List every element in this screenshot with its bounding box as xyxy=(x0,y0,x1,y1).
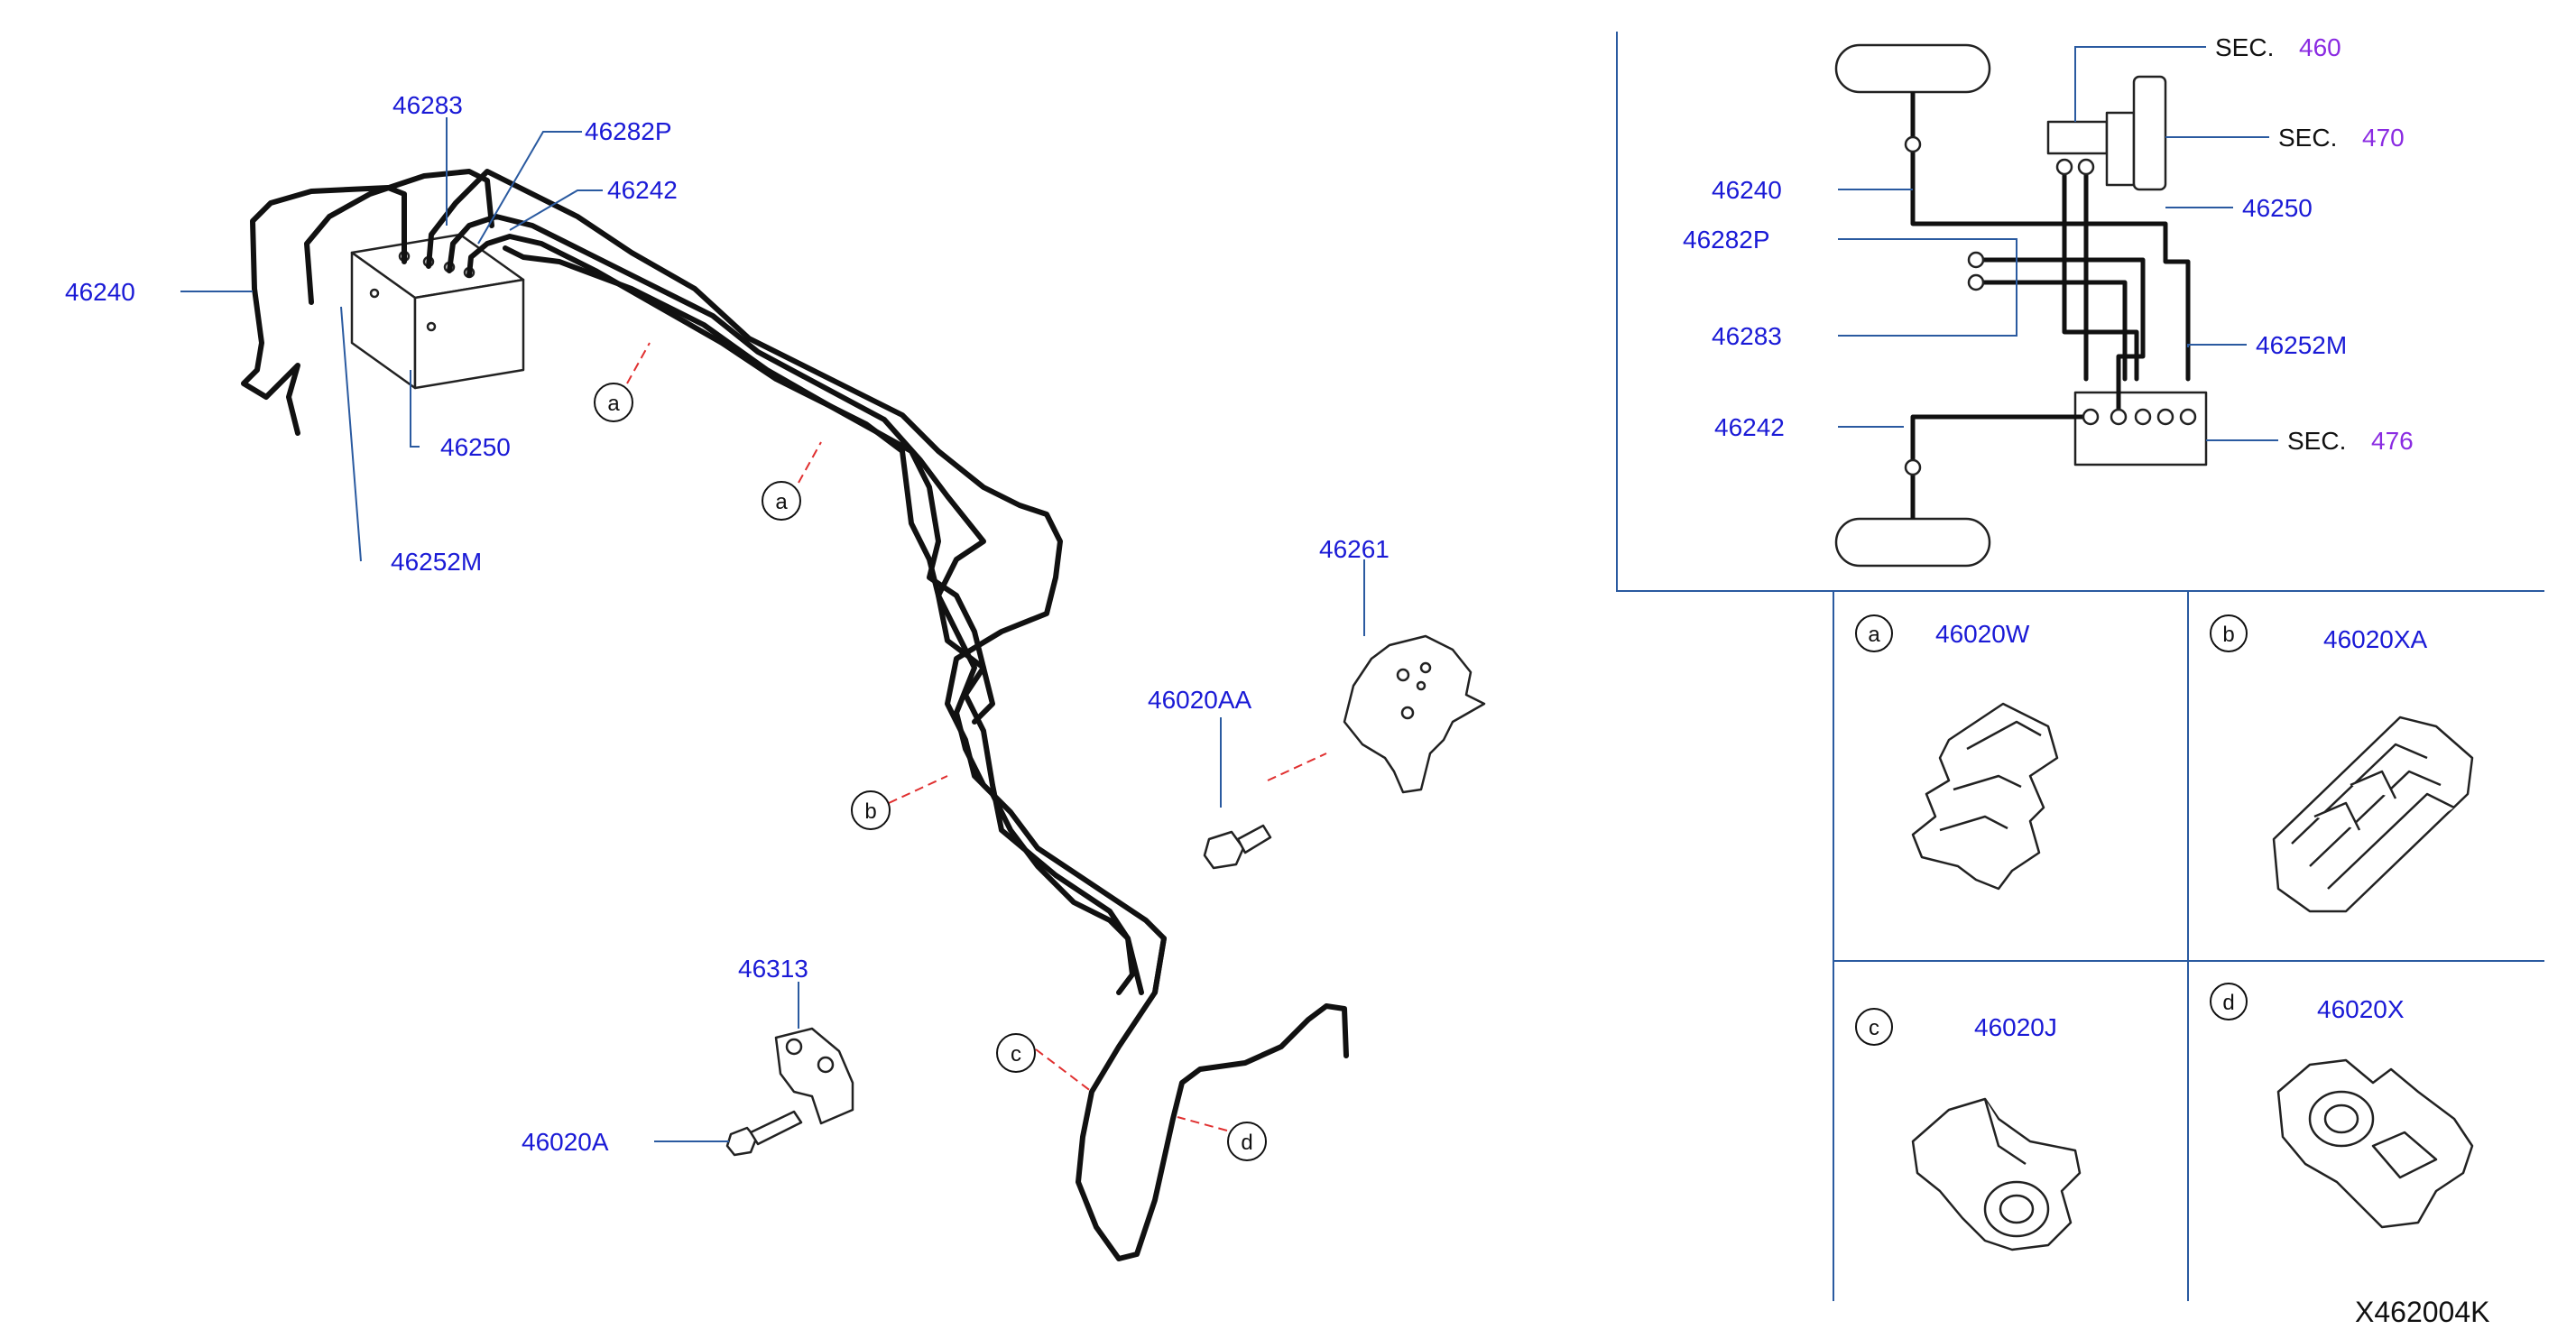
part-label-46020A[interactable]: 46020A xyxy=(522,1128,609,1156)
clip-46020W-icon xyxy=(1911,702,2059,891)
schematic-lines xyxy=(1904,135,2197,476)
bolt-46020A[interactable] xyxy=(725,1110,803,1157)
callout-leaders xyxy=(626,342,1327,1131)
front-wheel-icon xyxy=(1834,43,1991,94)
schematic-label-46240[interactable]: 46240 xyxy=(1712,176,1782,204)
callout-b-label: b xyxy=(864,799,876,824)
sec-ref-476-number: 476 xyxy=(2371,427,2414,455)
callout-c-label: c xyxy=(1011,1042,1021,1067)
schematic-label-46250[interactable]: 46250 xyxy=(2242,194,2313,222)
clip-panel-a-part: 46020W xyxy=(1935,620,2030,648)
bracket-46261[interactable] xyxy=(1343,634,1486,794)
callout-c[interactable]: c xyxy=(996,1033,1036,1073)
sec-ref-470[interactable]: SEC. 470 xyxy=(2278,124,2405,152)
clip-panel-c-callout: c xyxy=(1869,1016,1879,1040)
rear-wheel-icon xyxy=(1834,517,1991,568)
clip-panels: a 46020W b 46020XA xyxy=(1833,591,2544,1301)
clip-panel-d-part: 46020X xyxy=(2317,995,2405,1023)
bolt-46020AA[interactable] xyxy=(1203,824,1272,870)
clip-panel-d[interactable]: d 46020X xyxy=(2210,983,2474,1229)
brake-tubes[interactable] xyxy=(241,169,1349,1261)
part-label-46313[interactable]: 46313 xyxy=(738,955,808,983)
clip-panel-c-part: 46020J xyxy=(1974,1013,2057,1041)
schematic-label-46252M[interactable]: 46252M xyxy=(2256,331,2347,359)
abs-unit-icon xyxy=(2073,391,2208,466)
callout-a-1-label: a xyxy=(607,392,620,416)
callout-a-1[interactable]: a xyxy=(594,383,633,422)
clip-panel-a-callout: a xyxy=(1868,623,1880,647)
sec-ref-476[interactable]: SEC. 476 xyxy=(2287,427,2414,455)
clip-panel-a[interactable]: a 46020W xyxy=(1855,614,2059,891)
callout-d[interactable]: d xyxy=(1227,1122,1267,1161)
callout-a-2[interactable]: a xyxy=(762,481,801,521)
part-label-46283[interactable]: 46283 xyxy=(392,91,463,119)
part-label-46252M[interactable]: 46252M xyxy=(391,548,482,576)
sec-ref-460[interactable]: SEC. 460 xyxy=(2215,33,2341,61)
schematic-leaders xyxy=(1838,46,2278,441)
sec-ref-460-prefix: SEC. xyxy=(2215,33,2274,61)
master-cylinder-icon xyxy=(2046,75,2167,191)
clip-panel-b-part: 46020XA xyxy=(2323,625,2428,653)
sec-ref-470-prefix: SEC. xyxy=(2278,124,2337,152)
part-label-46261[interactable]: 46261 xyxy=(1319,535,1390,563)
schematic-label-46242[interactable]: 46242 xyxy=(1714,413,1785,441)
clip-46020J-icon xyxy=(1911,1097,2082,1251)
clip-46020XA-icon xyxy=(2272,716,2474,913)
leader-lines xyxy=(180,117,1365,1142)
sec-ref-476-prefix: SEC. xyxy=(2287,427,2346,455)
part-label-46242[interactable]: 46242 xyxy=(607,176,678,204)
part-label-46250[interactable]: 46250 xyxy=(440,433,511,461)
clip-panel-d-callout: d xyxy=(2222,991,2234,1015)
bracket-46313[interactable] xyxy=(774,1027,854,1125)
sec-ref-470-number: 470 xyxy=(2362,124,2405,152)
clip-panel-c[interactable]: c 46020J xyxy=(1855,1008,2082,1251)
clip-panel-b[interactable]: b 46020XA xyxy=(2210,614,2474,913)
brake-line-schematic: 46240 46282P 46283 46242 46250 46252M SE… xyxy=(1616,32,2544,592)
schematic-label-46282P[interactable]: 46282P xyxy=(1683,226,1770,254)
schematic-label-46283[interactable]: 46283 xyxy=(1712,322,1782,350)
callout-b[interactable]: b xyxy=(851,790,891,830)
part-label-46240[interactable]: 46240 xyxy=(65,278,135,306)
callout-a-2-label: a xyxy=(775,490,788,514)
part-label-46282P[interactable]: 46282P xyxy=(585,117,672,145)
clip-46020X-icon xyxy=(2276,1058,2474,1229)
brake-tube-assembly: a a b c d 46283 46282P 46242 46240 46250… xyxy=(65,91,1486,1261)
clip-panel-b-callout: b xyxy=(2222,623,2234,647)
part-label-46020AA[interactable]: 46020AA xyxy=(1148,686,1252,714)
abs-actuator-block[interactable] xyxy=(350,233,525,390)
callout-d-label: d xyxy=(1241,1131,1252,1155)
sec-ref-460-number: 460 xyxy=(2299,33,2341,61)
diagram-code: X462004K xyxy=(2355,1296,2489,1328)
